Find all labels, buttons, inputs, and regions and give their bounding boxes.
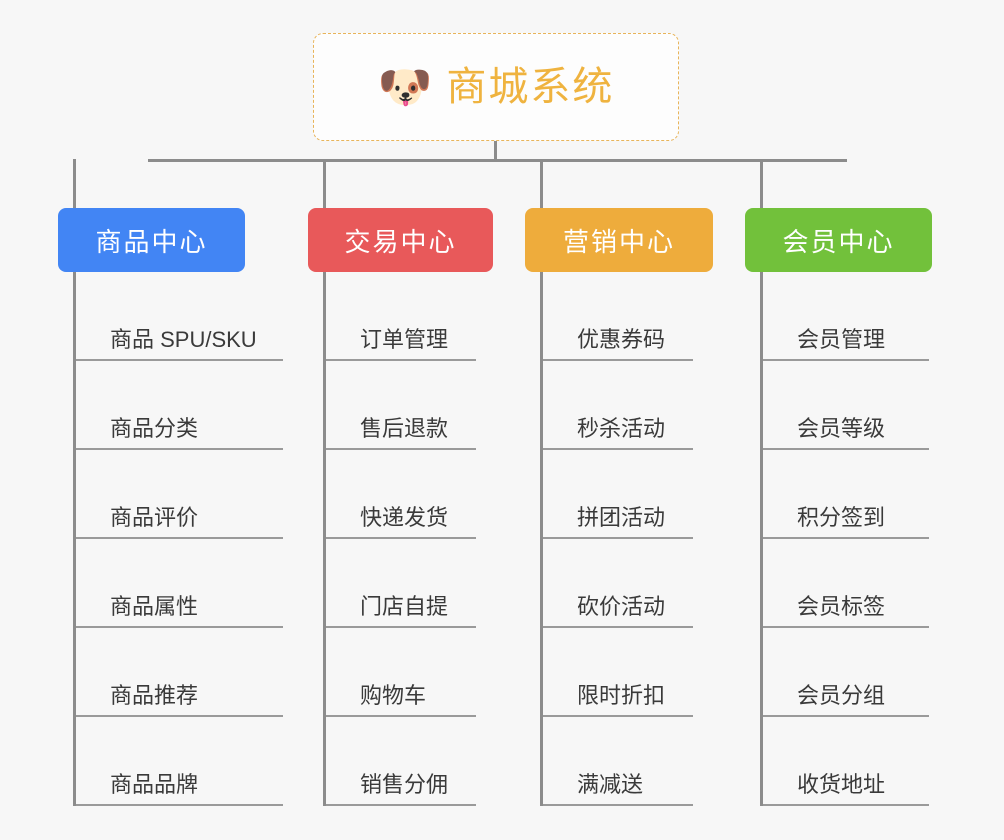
leaf-item-label: 拼团活动 (577, 505, 666, 530)
root-node[interactable]: 🐶 商城系统 (313, 33, 679, 141)
leaf-item-label: 快递发货 (360, 505, 449, 530)
leaf-item[interactable]: 商品评价 (76, 450, 283, 539)
leaf-item[interactable]: 购物车 (326, 628, 476, 717)
branch-column-member-center: 会员中心会员管理会员等级积分签到会员标签会员分组收货地址 (745, 208, 932, 806)
branch-spine-trade-center: 订单管理售后退款快递发货门店自提购物车销售分佣 (323, 272, 493, 806)
leaf-item[interactable]: 售后退款 (326, 361, 476, 450)
leaf-item[interactable]: 会员标签 (763, 539, 929, 628)
leaf-item-label: 商品 SPU/SKU (110, 327, 257, 352)
leaf-item-label: 收货地址 (797, 772, 886, 797)
leaf-item[interactable]: 会员等级 (763, 361, 929, 450)
connector-root-vertical (494, 141, 497, 161)
leaf-item-label: 商品分类 (110, 416, 199, 441)
leaf-item[interactable]: 会员分组 (763, 628, 929, 717)
leaf-item[interactable]: 拼团活动 (543, 450, 693, 539)
category-header-trade-center[interactable]: 交易中心 (308, 208, 493, 272)
leaf-item-label: 会员标签 (797, 594, 886, 619)
leaf-item-label: 会员分组 (797, 683, 886, 708)
leaf-item-label: 满减送 (577, 772, 644, 797)
shiba-dog-face-icon: 🐶 (377, 63, 433, 112)
leaf-item[interactable]: 收货地址 (763, 717, 929, 806)
leaf-item[interactable]: 积分签到 (763, 450, 929, 539)
category-header-marketing-center[interactable]: 营销中心 (525, 208, 713, 272)
connector-horizontal-bus (148, 159, 847, 162)
branch-spine-product-center: 商品 SPU/SKU 商品分类商品评价商品属性商品推荐商品品牌 (73, 272, 283, 806)
leaf-item[interactable]: 商品分类 (76, 361, 283, 450)
leaf-item[interactable]: 砍价活动 (543, 539, 693, 628)
branch-column-trade-center: 交易中心订单管理售后退款快递发货门店自提购物车销售分佣 (308, 208, 493, 806)
category-header-member-center[interactable]: 会员中心 (745, 208, 932, 272)
leaf-item-label: 购物车 (360, 683, 427, 708)
leaf-item-label: 售后退款 (360, 416, 449, 441)
branch-column-marketing-center: 营销中心优惠券码秒杀活动拼团活动砍价活动限时折扣满减送 (525, 208, 713, 806)
leaf-item[interactable]: 限时折扣 (543, 628, 693, 717)
branch-spine-member-center: 会员管理会员等级积分签到会员标签会员分组收货地址 (760, 272, 932, 806)
leaf-item[interactable]: 销售分佣 (326, 717, 476, 806)
leaf-item-label: 会员管理 (797, 327, 886, 352)
leaf-item-label: 订单管理 (360, 327, 449, 352)
leaf-item[interactable]: 商品推荐 (76, 628, 283, 717)
leaf-item[interactable]: 满减送 (543, 717, 693, 806)
leaf-item-label: 商品属性 (110, 594, 199, 619)
leaf-item-label: 限时折扣 (577, 683, 666, 708)
leaf-item[interactable]: 门店自提 (326, 539, 476, 628)
leaf-item-label: 砍价活动 (577, 594, 666, 619)
connector-drop-marketing-center (540, 159, 543, 209)
leaf-item-label: 商品品牌 (110, 772, 199, 797)
leaf-item-label: 销售分佣 (360, 772, 449, 797)
leaf-item-label: 会员等级 (797, 416, 886, 441)
connector-drop-member-center (760, 159, 763, 209)
leaf-item[interactable]: 快递发货 (326, 450, 476, 539)
category-header-product-center[interactable]: 商品中心 (58, 208, 245, 272)
leaf-item[interactable]: 商品品牌 (76, 717, 283, 806)
leaf-item[interactable]: 订单管理 (326, 272, 476, 361)
leaf-item-label: 优惠券码 (577, 327, 666, 352)
leaf-item[interactable]: 优惠券码 (543, 272, 693, 361)
leaf-item[interactable]: 商品属性 (76, 539, 283, 628)
connector-drop-trade-center (323, 159, 326, 209)
leaf-item-label: 商品评价 (110, 505, 199, 530)
leaf-item-label: 积分签到 (797, 505, 886, 530)
branch-spine-marketing-center: 优惠券码秒杀活动拼团活动砍价活动限时折扣满减送 (540, 272, 713, 806)
leaf-item-label: 门店自提 (360, 594, 449, 619)
leaf-item-label: 秒杀活动 (577, 416, 666, 441)
leaf-item[interactable]: 商品 SPU/SKU (76, 272, 283, 361)
root-title: 商城系统 (446, 65, 615, 109)
branch-column-product-center: 商品中心商品 SPU/SKU 商品分类商品评价商品属性商品推荐商品品牌 (58, 208, 283, 806)
leaf-item[interactable]: 秒杀活动 (543, 361, 693, 450)
connector-drop-product-center (73, 159, 76, 209)
leaf-item-label: 商品推荐 (110, 683, 199, 708)
leaf-item[interactable]: 会员管理 (763, 272, 929, 361)
